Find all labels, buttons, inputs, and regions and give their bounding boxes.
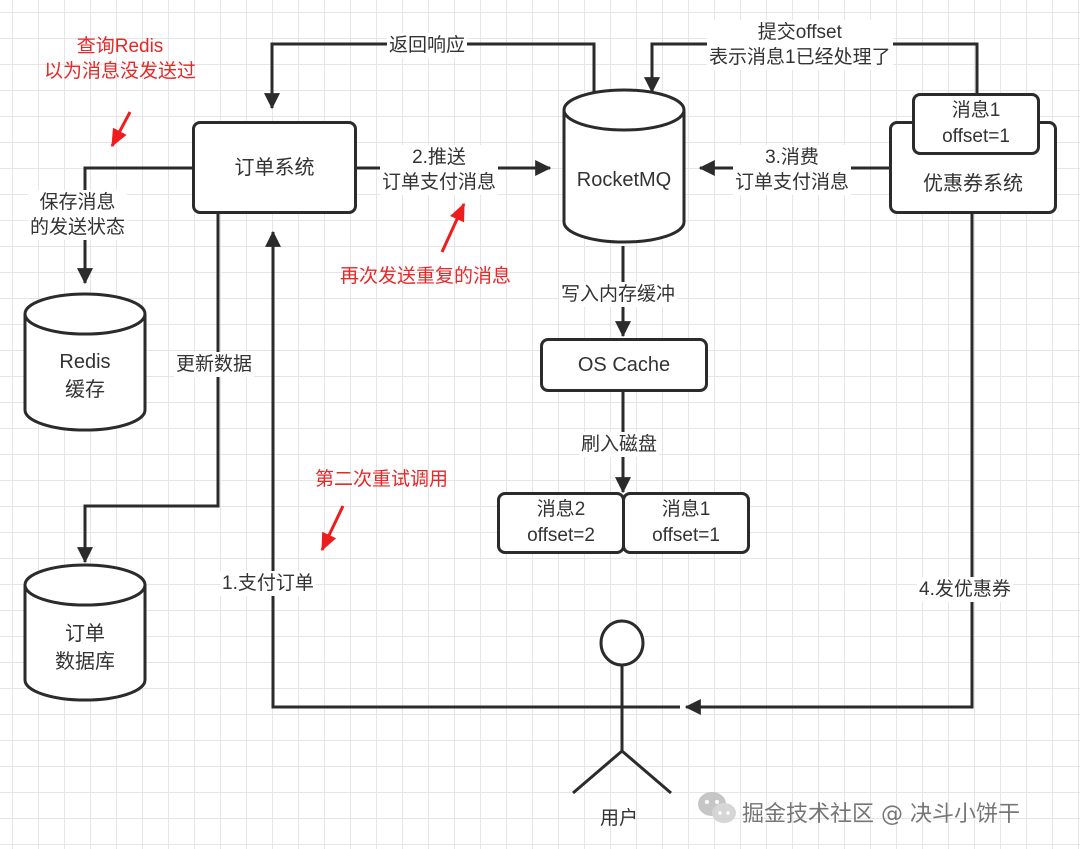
order-db-line2: 数据库 [55, 651, 115, 673]
annotation-query-redis-line1: 查询Redis [76, 36, 164, 57]
commit-offset-label: 提交offset 表示消息1已经处理了 [707, 20, 893, 70]
commit-offset-line2: 表示消息1已经处理了 [709, 47, 891, 68]
wechat-icon [698, 792, 736, 823]
push-message-line2: 订单支付消息 [382, 172, 497, 193]
order-db-line1: 订单 [65, 623, 105, 645]
user-label: 用户 [600, 808, 639, 829]
disk-message-1-line1: 消息1 [661, 499, 711, 520]
annotation-arrow-resend [440, 202, 466, 253]
disk-message-2-line2: offset=2 [527, 525, 595, 546]
edge-pay-order [265, 230, 568, 709]
annotation-resend-duplicate: 再次发送重复的消息 [340, 266, 512, 287]
disk-message-1-line2: offset=1 [652, 525, 720, 546]
annotation-query-redis: 查询Redis 以为消息没发送过 [44, 34, 196, 84]
redis-line2: 缓存 [65, 379, 105, 401]
redis-node[interactable]: Redis 缓存 [25, 348, 145, 404]
annotation-arrow-query-redis [110, 111, 132, 148]
consume-message-label: 3.消费 订单支付消息 [733, 145, 852, 195]
commit-offset-line1: 提交offset [757, 22, 842, 43]
disk-message-2-node[interactable]: 消息2 offset=2 [497, 492, 625, 554]
annotation-arrow-retry [320, 505, 345, 552]
edge-save-status [77, 166, 192, 285]
coupon-message-line2: offset=1 [942, 126, 1010, 147]
order-system-label: 订单系统 [234, 156, 315, 179]
annotation-query-redis-line2: 以为消息没发送过 [44, 61, 197, 82]
coupon-system-label: 优惠券系统 [923, 173, 1023, 195]
disk-message-2-line1: 消息2 [536, 499, 586, 520]
order-system-node[interactable]: 订单系统 [192, 121, 357, 214]
redis-line1: Redis [59, 351, 111, 373]
watermark-text: 掘金技术社区 @ 决斗小饼干 [742, 802, 1020, 827]
consume-message-line1: 3.消费 [765, 147, 819, 168]
coupon-message-line1: 消息1 [951, 100, 1001, 121]
flush-disk-label: 刷入磁盘 [579, 432, 660, 457]
rocketmq-label: RocketMQ [576, 169, 672, 191]
edge-issue-coupon [684, 214, 974, 715]
issue-coupon-label: 4.发优惠券 [917, 577, 1013, 602]
update-data-label: 更新数据 [174, 352, 255, 377]
push-message-line1: 2.推送 [412, 147, 466, 168]
user-actor-icon [566, 619, 680, 795]
return-response-label: 返回响应 [387, 33, 468, 58]
rocketmq-cylinder [562, 88, 686, 244]
coupon-message-node[interactable]: 消息1 offset=1 [912, 93, 1040, 155]
write-memory-label: 写入内存缓冲 [559, 282, 678, 307]
order-db-node[interactable]: 订单 数据库 [25, 620, 145, 676]
consume-message-line2: 订单支付消息 [735, 172, 850, 193]
pay-order-label: 1.支付订单 [220, 571, 316, 596]
push-message-label: 2.推送 订单支付消息 [380, 145, 499, 195]
save-status-line2: 的发送状态 [30, 217, 126, 238]
save-status-label: 保存消息 的发送状态 [28, 190, 128, 240]
os-cache-node[interactable]: OS Cache [540, 338, 708, 392]
os-cache-label: OS Cache [577, 354, 671, 376]
disk-message-1-node[interactable]: 消息1 offset=1 [622, 492, 750, 554]
order-db-cylinder [23, 563, 147, 702]
save-status-line1: 保存消息 [39, 192, 116, 213]
annotation-second-retry: 第二次重试调用 [315, 469, 449, 490]
redis-cylinder [23, 292, 147, 432]
